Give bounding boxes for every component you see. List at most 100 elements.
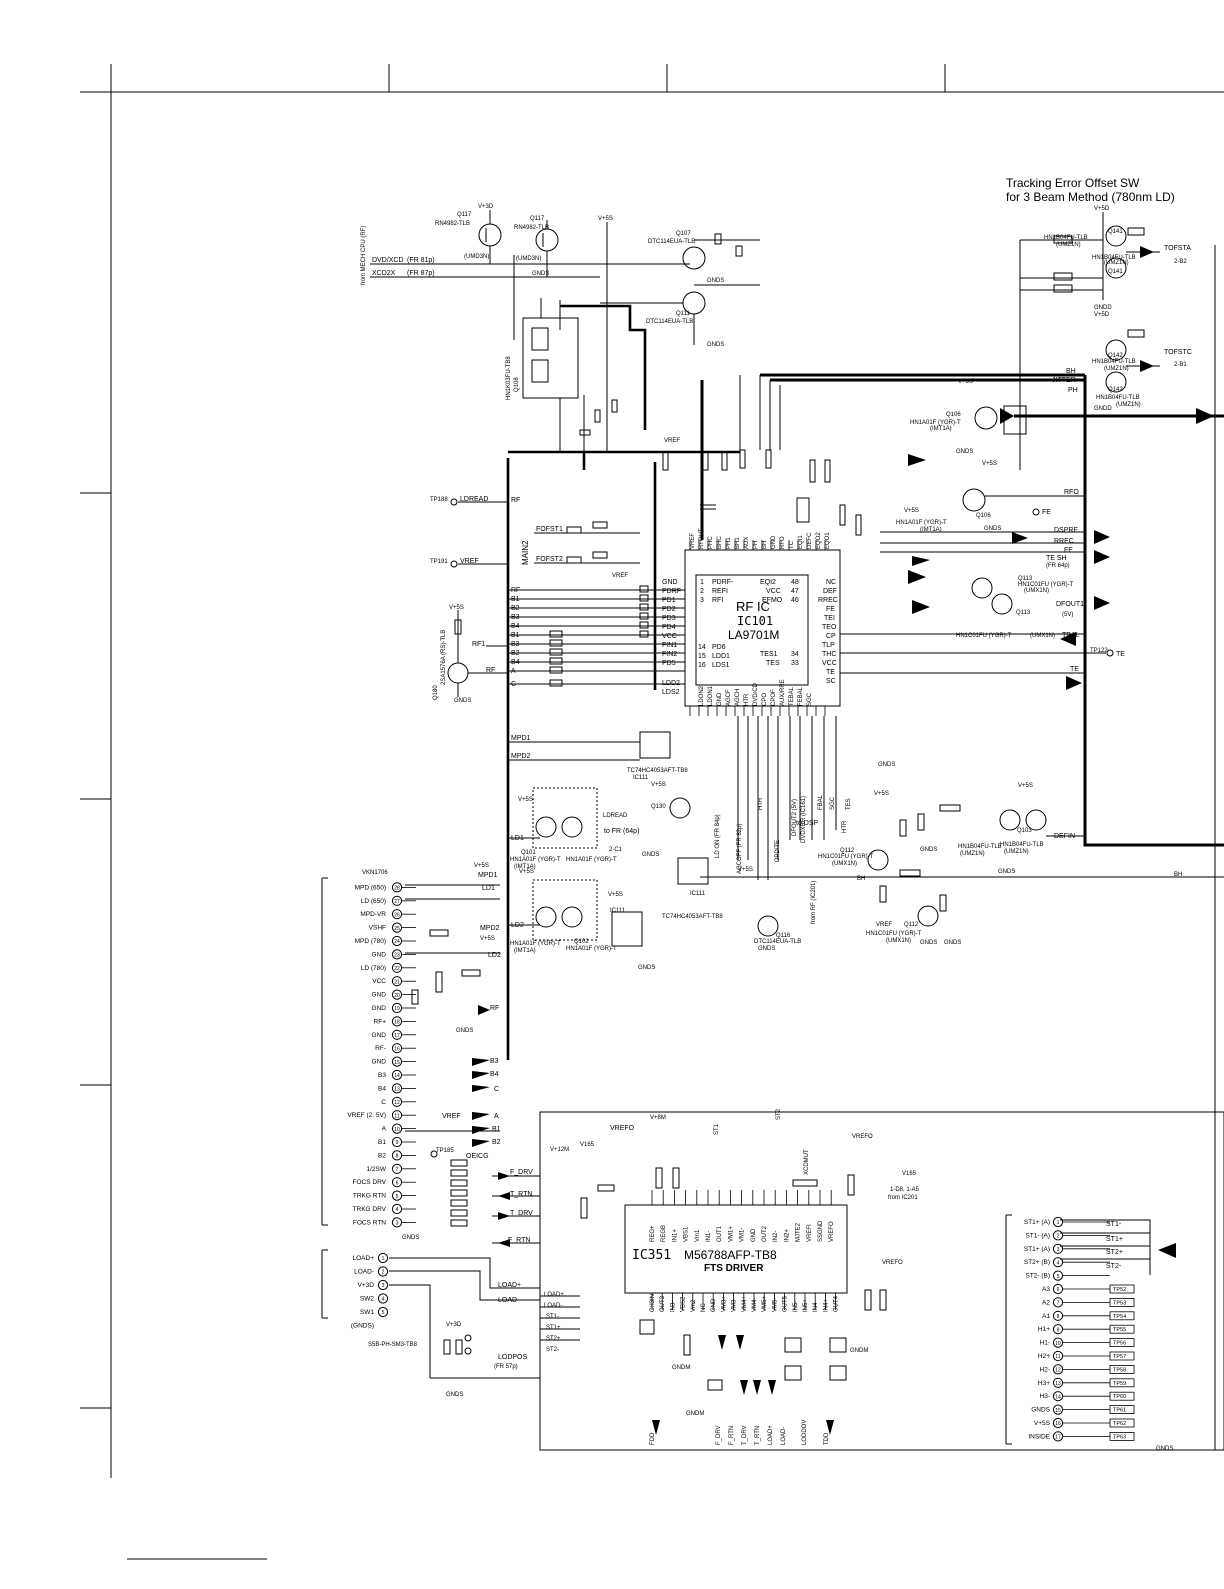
connector-pin-num: 18 xyxy=(394,1020,400,1026)
tdd-vert: TDD xyxy=(824,1432,830,1445)
dfout2-vert: DFOUT2 (5V) xyxy=(792,799,798,836)
load-m-label: LOAD- xyxy=(498,1297,520,1304)
dvd-xcd-ref: (FR 81p) xyxy=(407,257,435,264)
connector-pin-circle xyxy=(391,909,403,920)
q108-part: HN1K03FU-TB8 xyxy=(506,356,512,400)
connector-pin-num: 8 xyxy=(396,1154,399,1160)
right-pin-num: 5 xyxy=(1057,1274,1060,1280)
oeicg-label: OEICG xyxy=(466,1153,489,1160)
b1-net-a: B1 xyxy=(511,596,520,603)
connector-pin-label: B4 xyxy=(378,1085,386,1092)
load-connector: LOAD+ LOAD- V+3D S5B-PH-SM3-TB8 LODPOS (… xyxy=(321,1249,540,1398)
connector-pin-circle xyxy=(391,1123,403,1134)
q106-sub-a: (IMT1A) xyxy=(930,426,952,432)
ld2-label-b: LD2 xyxy=(488,952,501,959)
tc74b-ref2: IC111 xyxy=(610,908,626,914)
v5s-q130: V+5S xyxy=(651,782,666,788)
gnds-q106a: GNDS xyxy=(956,449,973,455)
rf-ic-ic101: RF IC IC101 LA9701M 1 PDRF- 2 REFI 3 RFI… xyxy=(662,528,841,716)
right-pin-label: ST2+ (B) xyxy=(1024,1259,1050,1266)
q180-ref: Q180 xyxy=(433,685,439,700)
b1-net-b: B1 xyxy=(511,632,520,639)
rf-pin-16-num: 16 xyxy=(698,662,706,669)
connector-pin-circle xyxy=(391,1163,403,1174)
test-point-label: TP62 xyxy=(1113,1421,1126,1427)
st1m-tp: ST1- xyxy=(546,1314,559,1320)
right-pin-num: 15 xyxy=(1055,1408,1061,1414)
ldon-vert: LD ON (FR 84p) xyxy=(715,814,721,858)
connector-pin-num: 6 xyxy=(396,1180,399,1186)
right-pin-label: H1+ xyxy=(1038,1326,1050,1333)
v5s-q112: V+5S xyxy=(874,791,889,797)
q117-pair: Q117 RN4982-TLB (UMD3N) Q117 RN4982-TLB … xyxy=(435,204,559,340)
v165-ref: 1-D8, 1-A5 xyxy=(890,1187,920,1193)
rf-bot-9: CPOF xyxy=(771,689,777,706)
right-pin-label: INSIDE xyxy=(1028,1433,1050,1440)
ldread-section: TP188 LDREAD TP191 VREF MAIN2 FOFST1 FOF… xyxy=(430,496,640,579)
mpd-ld-section: MPD1 MPD2 LD1 LD2 TC74HC4053AFT-TB8 IC11… xyxy=(488,731,723,971)
title-line-2: for 3 Beam Method (780nm LD) xyxy=(1006,190,1175,204)
rf-top-12: TC xyxy=(789,540,795,549)
rf-bot-8: CPO xyxy=(762,693,768,706)
rf-pin-2-name: REFI xyxy=(712,588,728,595)
connector-pin-label: C xyxy=(381,1099,386,1106)
q112-ref-b: Q112 xyxy=(904,922,919,928)
right-pin-label: H2- xyxy=(1040,1366,1050,1373)
q142-part: HN1B04FU-TLB xyxy=(1092,359,1136,365)
gnds-q112b: GNDS xyxy=(944,940,961,946)
test-point-label: TP58 xyxy=(1113,1367,1126,1373)
fts-top-pin: IN1- xyxy=(706,1231,712,1242)
tc74a-ref: IC111 xyxy=(633,775,649,781)
rf-top-8: PH xyxy=(753,541,759,549)
fts-bottom-pin: OUT4 xyxy=(834,1295,840,1312)
fts-bottom-pin: IN5+ xyxy=(803,1299,809,1312)
bh-lower: BH xyxy=(857,876,865,882)
q130-ref: Q130 xyxy=(651,804,666,810)
test-point-box xyxy=(1109,1311,1135,1321)
vrefo-top: VREFO xyxy=(610,1125,635,1132)
right-pin-num: 2 xyxy=(1057,1234,1060,1240)
fts-bottom-pin: VM5- xyxy=(772,1298,778,1312)
rf-left-3: PD1 xyxy=(662,597,676,604)
fe2-label: FE xyxy=(1064,547,1073,554)
connector-pin-num: 27 xyxy=(394,899,400,905)
right-pin-label: V+5S xyxy=(1034,1420,1051,1427)
gnds-load: GNDS xyxy=(446,1392,463,1398)
te-tp-label: TE xyxy=(1116,651,1125,658)
q103-ref: Q103 xyxy=(1017,828,1032,834)
fts-ref: IC351 xyxy=(632,1248,671,1263)
right-pin-num: 6 xyxy=(1057,1287,1060,1293)
q141-part-b: HN1B04FU-TLB xyxy=(1092,255,1136,261)
load-p-tp: LOAD+ xyxy=(544,1292,564,1298)
connector-pin-num: 17 xyxy=(394,1033,400,1039)
test-point-label: TP59 xyxy=(1113,1381,1126,1387)
test-point-box xyxy=(1109,1324,1135,1334)
connector-pin-num: 22 xyxy=(394,966,400,972)
tesh-ref: (FR 64p) xyxy=(1046,563,1070,569)
connector-pin-label: MPD-VR xyxy=(360,911,386,918)
gnds-q130: GNDS xyxy=(642,852,659,858)
rf-top-16: EQO1 xyxy=(825,532,831,549)
gndd-b: GNDD xyxy=(1094,406,1112,412)
right-pin-circle xyxy=(1052,1283,1064,1295)
connector-pin-num: 12 xyxy=(394,1100,400,1106)
rf-right-6: TEO xyxy=(822,624,837,631)
q117a-part: RN4982-TLB xyxy=(435,221,470,227)
connector-pin-num: 16 xyxy=(394,1046,400,1052)
tesh-label: TE SH xyxy=(1046,555,1067,562)
dfout1-v: (5V) xyxy=(1062,612,1073,618)
fts-top-pin: VREFI xyxy=(807,1224,813,1242)
q113-sub: (UMX1N) xyxy=(1024,588,1049,594)
q112-part-b: HN1C01FU (YGR)-T xyxy=(866,931,922,937)
rf-left-10: PD5 xyxy=(662,660,676,667)
rf-bottom-pins: LDON2 LDON1 GND AGCF AGCH HTR DVD/CD CPO… xyxy=(699,679,813,706)
right-pin-num: 17 xyxy=(1055,1435,1061,1441)
b4-conn: B4 xyxy=(490,1071,499,1078)
htr-vert: HTR xyxy=(758,797,764,810)
load-pin-label: V+3D xyxy=(358,1282,375,1289)
connector-pin-num: 19 xyxy=(394,1006,400,1012)
ld2-label-a: LD2 xyxy=(511,922,524,929)
v165-left: V165 xyxy=(580,1142,595,1148)
